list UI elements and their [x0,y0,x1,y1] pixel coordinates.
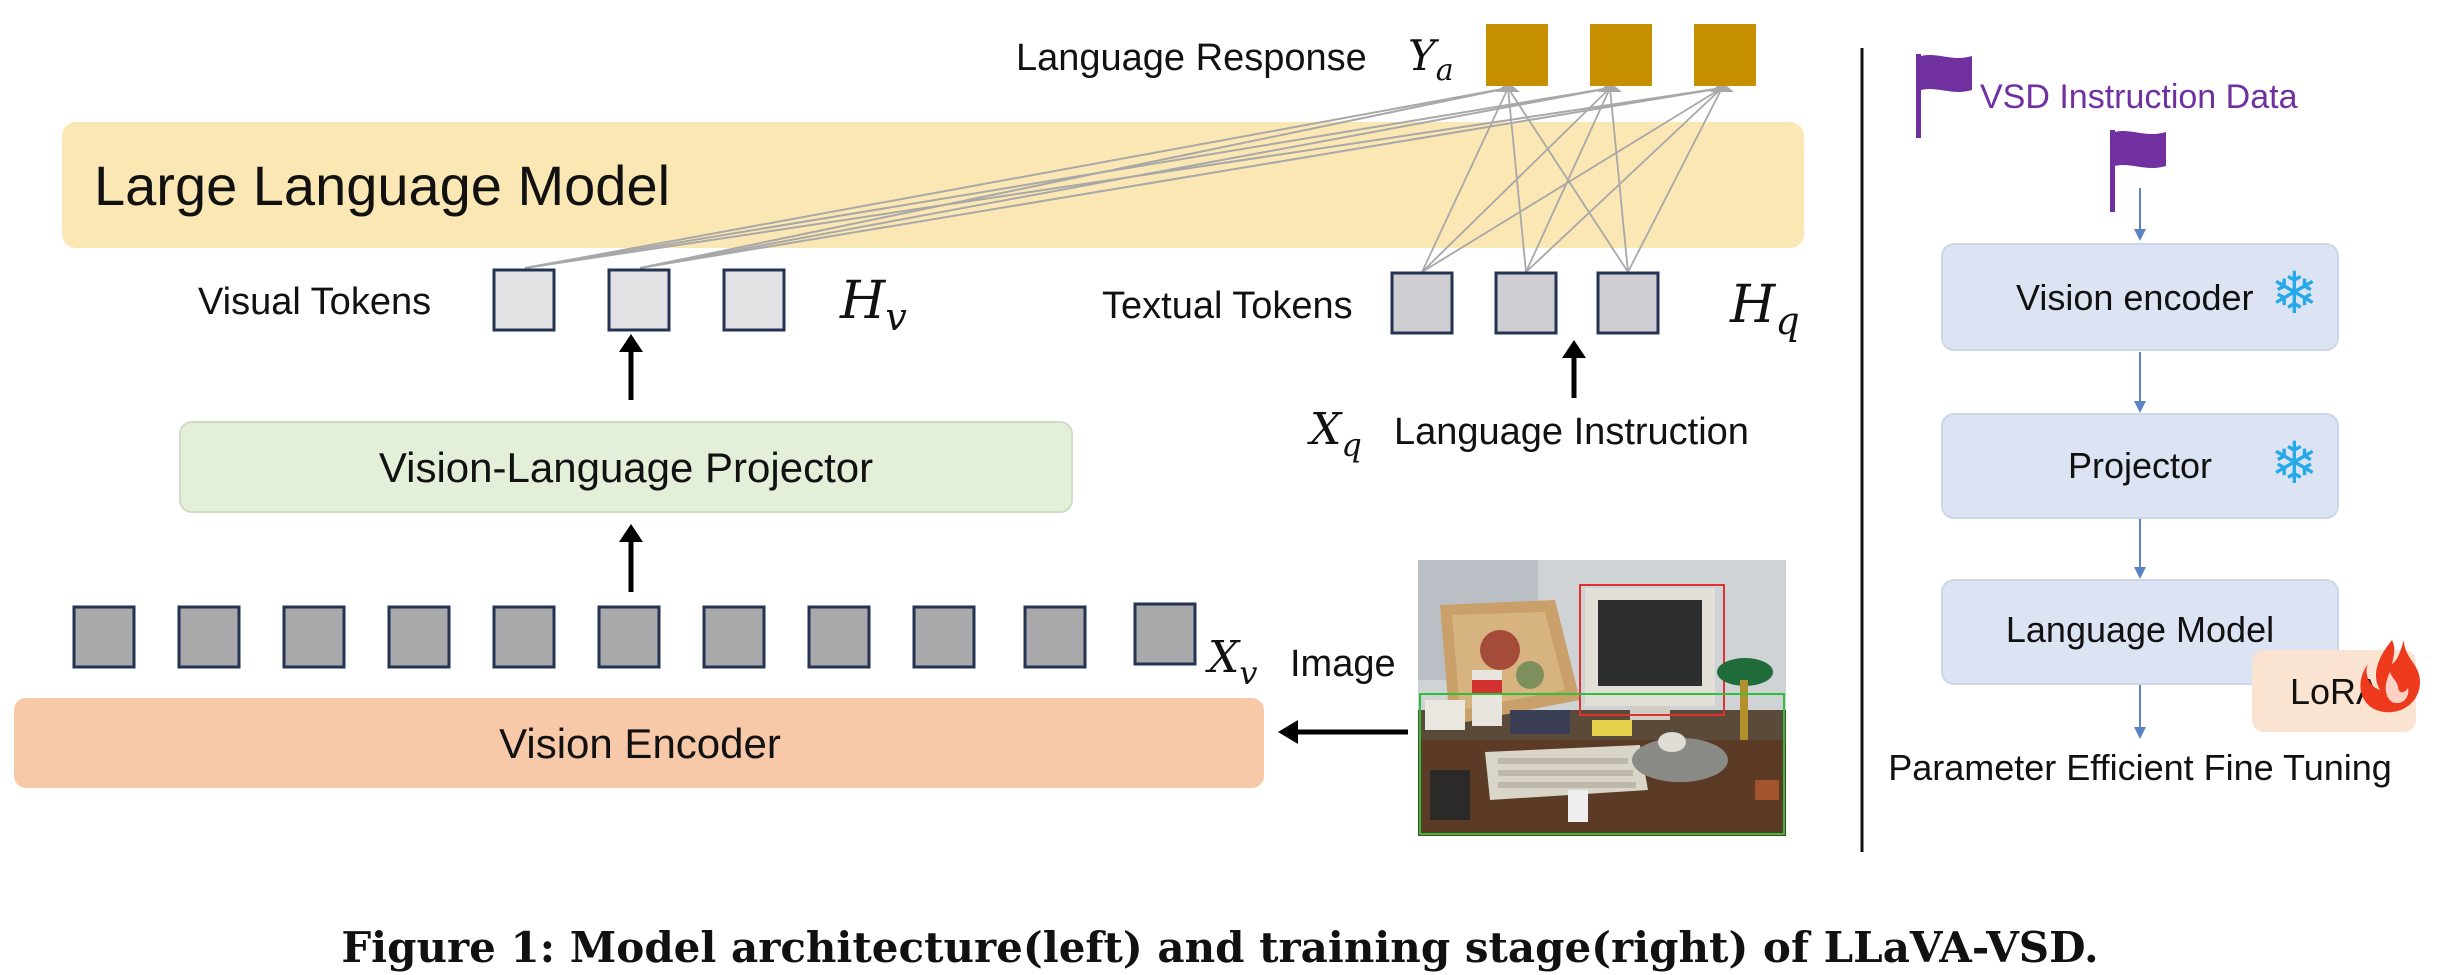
image-token [282,605,346,669]
response-token [1486,24,1548,86]
image-token [807,605,871,669]
textual-tokens-label: Textual Tokens [1102,285,1353,327]
vision-encoder-label: Vision Encoder [499,720,781,767]
visual-connection-lines [524,87,1723,269]
stage-projector-label: Projector [2068,445,2212,486]
snowflake-icon: ❄ [2270,429,2319,497]
hq-symbol: Hq [1729,275,1800,343]
fire-icon [2360,640,2420,713]
arrow-icon [619,334,643,352]
language-instruction-label: Language Instruction [1394,411,1749,453]
image-token [1133,602,1197,666]
image-label: Image [1290,643,1396,685]
projector-box [179,421,1073,513]
stage-projector [1941,413,2339,519]
image-token [177,605,241,669]
arrow-icon [1562,340,1586,358]
figure-caption: Figure 1: Model architecture(left) and t… [341,923,2098,972]
stage-language-model [1941,579,2339,685]
stage-language-model-label: Language Model [2006,609,2274,650]
image-token [72,605,136,669]
flag-icon [2110,130,2166,212]
textual-token [1494,271,1558,335]
ya-symbol: Ya [1408,31,1454,88]
image-token [1023,605,1087,669]
image-token [492,605,556,669]
flag-icon [1916,54,1972,138]
visual-token [492,268,556,332]
stage-vision-encoder-label: Vision encoder [2016,277,2254,318]
llm-box [62,122,1804,248]
image-token [912,605,976,669]
llm-label: Large Language Model [94,154,670,217]
response-token [1694,24,1756,86]
visual-token [607,268,671,332]
language-response-label: Language Response [1016,37,1367,79]
projector-label: Vision-Language Projector [379,444,873,491]
arrow-icon [619,524,643,542]
textual-connection-lines [1421,87,1723,273]
vision-encoder-box [14,698,1264,788]
snowflake-icon: ❄ [2270,259,2319,327]
arrow-icon [1278,720,1298,744]
image-token [597,605,661,669]
vsd-data-label: VSD Instruction Data [1980,78,2298,116]
textual-token [1596,271,1660,335]
hv-symbol: Hv [839,271,907,339]
xq-symbol: Xq [1307,404,1362,464]
image-token [387,605,451,669]
visual-tokens-label: Visual Tokens [198,281,431,323]
xv-symbol: Xv [1205,632,1257,692]
response-token [1590,24,1652,86]
arrowhead-cluster [1496,82,1734,92]
stage-vision-encoder [1941,243,2339,351]
textual-token [1390,271,1454,335]
visual-token [722,268,786,332]
peft-label: Parameter Efficient Fine Tuning [1888,747,2392,788]
input-image [1418,560,1786,836]
image-token-row [72,602,1197,669]
lora-badge [2252,650,2416,732]
image-token [702,605,766,669]
